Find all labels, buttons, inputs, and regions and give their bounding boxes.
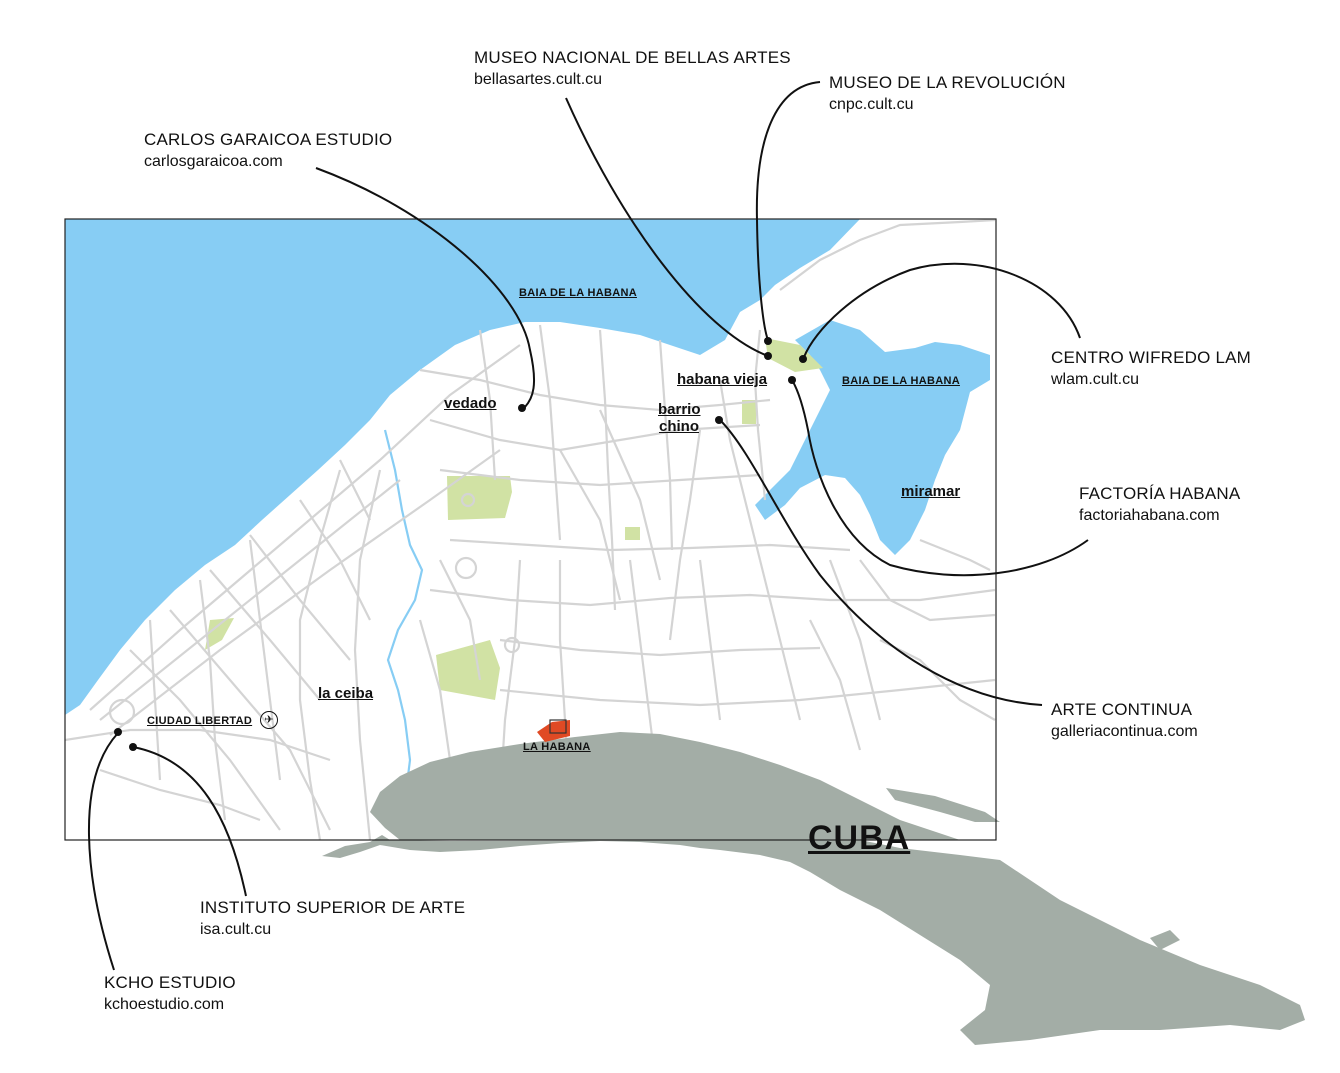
map-frame-content: [65, 219, 996, 840]
label-la-ceiba: la ceiba: [318, 685, 374, 702]
marker-garaicoa[interactable]: [518, 404, 526, 412]
location-markers: [114, 337, 807, 751]
venue-factoria[interactable]: FACTORÍA HABANA factoriahabana.com: [1079, 483, 1240, 527]
venue-kcho[interactable]: KCHO ESTUDIO kchoestudio.com: [104, 972, 236, 1016]
venue-url[interactable]: carlosgaraicoa.com: [144, 153, 283, 170]
island-key: [1150, 930, 1180, 950]
venue-name: KCHO ESTUDIO: [104, 973, 236, 992]
park: [625, 527, 640, 540]
callout-lines: [87, 81, 1089, 971]
label-la-habana: LA HABANA: [523, 741, 591, 753]
park: [447, 476, 512, 520]
map-frame: [64, 218, 997, 841]
label-bay-east: BAIA DE LA HABANA: [842, 375, 960, 387]
label-barrio: barrio: [658, 401, 701, 418]
label-cuba: CUBA: [808, 819, 911, 857]
venue-url[interactable]: factoriahabana.com: [1079, 507, 1220, 524]
venue-url[interactable]: bellasartes.cult.cu: [474, 71, 603, 88]
venue-name: CENTRO WIFREDO LAM: [1051, 348, 1252, 367]
callout-arte-continua: [719, 419, 1043, 706]
callout-kcho: [87, 732, 119, 971]
island-key: [886, 788, 1000, 822]
venue-url[interactable]: kchoestudio.com: [104, 996, 225, 1013]
venue-name: MUSEO DE LA REVOLUCIÓN: [829, 73, 1066, 92]
venue-url[interactable]: isa.cult.cu: [200, 921, 272, 938]
sea-water: [65, 219, 860, 715]
marker-isa[interactable]: [129, 743, 137, 751]
label-ciudad-libertad: CIUDAD LIBERTAD: [147, 715, 253, 727]
venue-name: MUSEO NACIONAL DE BELLAS ARTES: [474, 48, 791, 67]
callout-garaicoa: [315, 167, 536, 408]
marker-revolucion[interactable]: [764, 337, 772, 345]
marker-kcho[interactable]: [114, 728, 122, 736]
venue-url[interactable]: wlam.cult.cu: [1051, 371, 1140, 388]
callout-factoria: [791, 379, 1089, 577]
venue-wlam[interactable]: CENTRO WIFREDO LAM wlam.cult.cu: [1051, 347, 1251, 391]
callout-revolucion: [755, 81, 821, 341]
venue-name: ARTE CONTINUA: [1051, 700, 1193, 719]
park: [436, 640, 500, 700]
label-miramar: miramar: [901, 483, 961, 500]
marker-bellas-artes[interactable]: [764, 352, 772, 360]
cuba-island-outside: [322, 835, 1305, 1045]
park: [742, 400, 756, 424]
venue-revolucion[interactable]: MUSEO DE LA REVOLUCIÓN cnpc.cult.cu: [829, 72, 1066, 116]
label-chino: chino: [659, 418, 699, 435]
label-bay-north: BAIA DE LA HABANA: [519, 287, 637, 299]
bay-water: [755, 320, 990, 555]
venue-name: INSTITUTO SUPERIOR DE ARTE: [200, 898, 466, 917]
marker-arte-continua[interactable]: [715, 416, 723, 424]
habana-highlight: [537, 720, 570, 742]
street-network: [65, 219, 996, 840]
marker-wlam[interactable]: [799, 355, 807, 363]
airplane-icon: ✈: [260, 711, 278, 729]
park: [205, 618, 234, 650]
havana-inset-marker: [549, 719, 567, 734]
marker-factoria[interactable]: [788, 376, 796, 384]
callout-isa: [132, 746, 247, 897]
label-vedado: vedado: [444, 395, 497, 412]
venue-isa[interactable]: INSTITUTO SUPERIOR DE ARTE isa.cult.cu: [200, 897, 465, 941]
label-habana-vieja: habana vieja: [677, 371, 768, 388]
callout-wlam: [803, 262, 1081, 358]
callout-bellas-artes: [565, 97, 769, 357]
venue-arte-continua[interactable]: ARTE CONTINUA galleriacontinua.com: [1051, 699, 1198, 743]
venue-name: FACTORÍA HABANA: [1079, 484, 1241, 503]
river: [383, 429, 424, 840]
venue-url[interactable]: galleriacontinua.com: [1051, 723, 1198, 740]
venue-garaicoa[interactable]: CARLOS GARAICOA ESTUDIO carlosgaraicoa.c…: [144, 129, 392, 173]
venue-url[interactable]: cnpc.cult.cu: [829, 96, 914, 113]
park: [765, 338, 823, 372]
cuba-island: [370, 732, 960, 840]
venue-bellas-artes[interactable]: MUSEO NACIONAL DE BELLAS ARTES bellasart…: [474, 47, 791, 91]
venue-name: CARLOS GARAICOA ESTUDIO: [144, 130, 393, 149]
